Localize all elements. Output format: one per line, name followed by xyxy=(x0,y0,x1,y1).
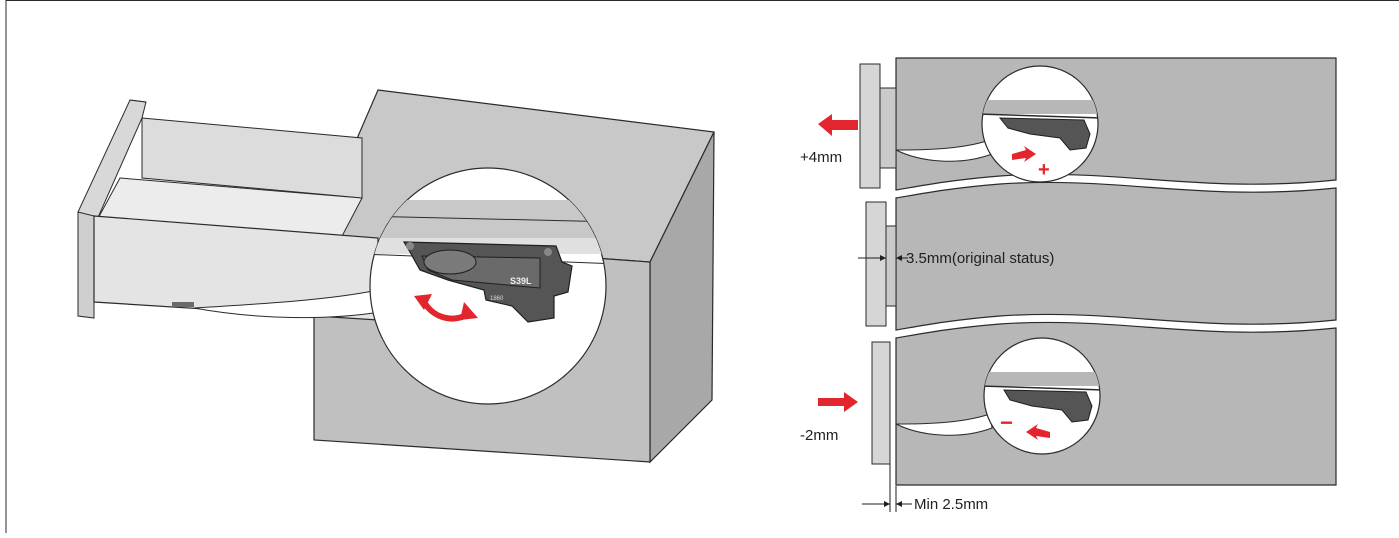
drawer-front-middle xyxy=(865,201,887,327)
part-code-text: S39L xyxy=(510,276,532,286)
part-code-small-text: 1860 xyxy=(490,296,504,302)
arrow-left-icon xyxy=(818,114,858,136)
minus-sign: − xyxy=(1000,410,1013,435)
mechanism-large: S39L 1860 xyxy=(402,241,573,323)
label-plus-4mm: +4mm xyxy=(800,149,842,166)
arrow-left-icon-small xyxy=(1026,424,1050,440)
label-original-status: 3.5mm(original status) xyxy=(906,250,1054,267)
panel-middle-section xyxy=(895,181,1337,331)
panel-top-section xyxy=(895,57,1337,191)
panel-bottom-section xyxy=(895,321,1337,486)
drawer-front-bottom xyxy=(871,341,891,465)
plus-sign: + xyxy=(1038,159,1050,181)
curved-double-arrow-icon xyxy=(414,294,478,322)
label-minus-2mm: -2mm xyxy=(800,427,838,444)
drawer-front-edge xyxy=(77,211,95,319)
cabinet-drawer-illustration: S39L 1860 xyxy=(77,89,715,464)
drawer-front-top xyxy=(859,63,881,189)
adjustment-states: + +4mm 3.5mm(original status) − -2mm xyxy=(800,57,1337,513)
arrow-right-icon xyxy=(1012,146,1036,162)
slide-part xyxy=(172,302,194,307)
arrow-right-icon-large xyxy=(818,392,858,412)
label-min-gap: Min 2.5mm xyxy=(914,496,988,513)
